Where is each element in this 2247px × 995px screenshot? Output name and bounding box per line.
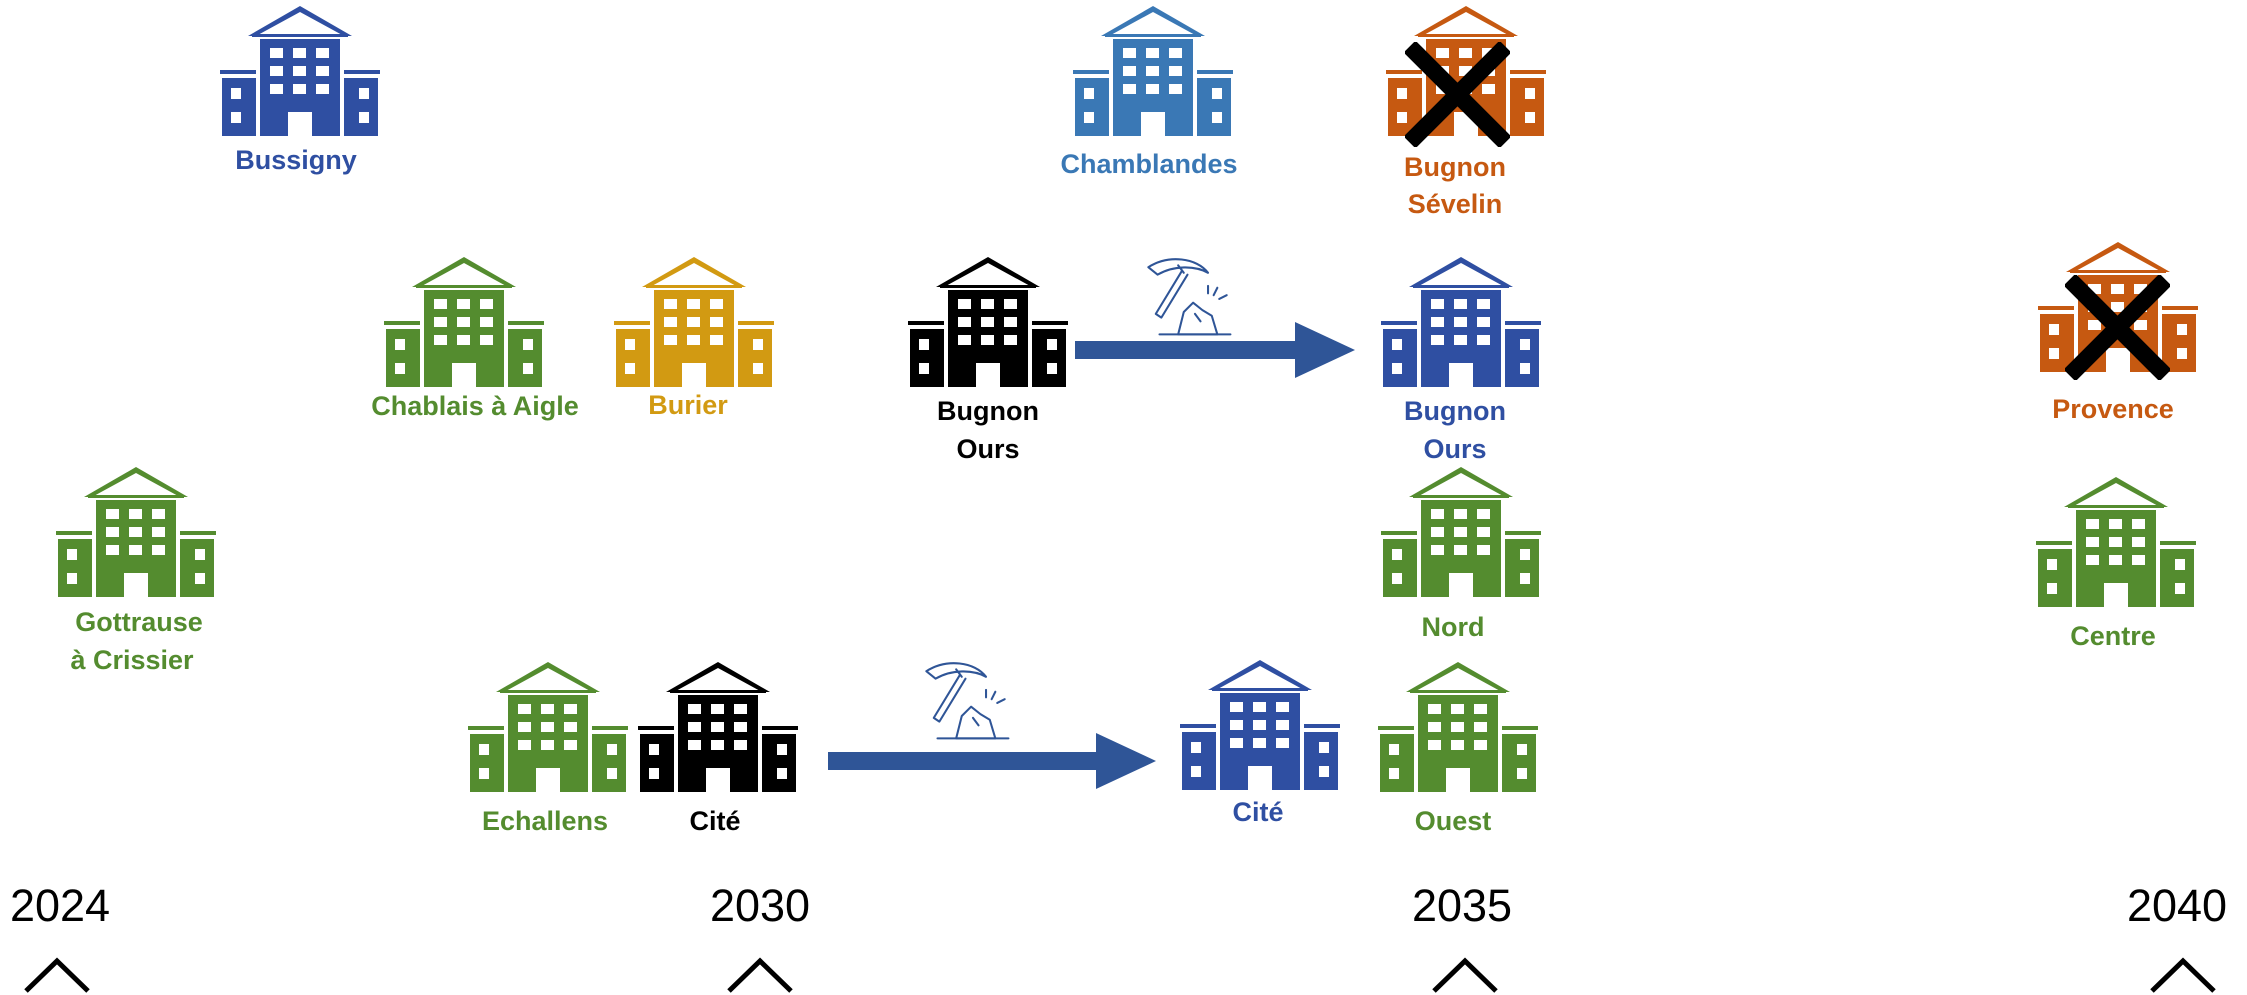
building-icon [56,467,216,597]
building-label-echallens: Echallens [481,806,609,836]
transition-arrow [1075,322,1355,378]
timeline-year-2024: 2024 [9,880,111,931]
caret-up-icon [24,957,90,993]
building-label-ouest: Ouest [1414,806,1492,836]
building-icon [1378,662,1538,792]
building-label-bugnon-ours-old-2: Ours [956,434,1020,464]
building-icon [2038,242,2198,372]
building-icon [384,257,544,387]
building-icon [1386,6,1546,136]
building-label-gottrause-1: Gottrause [75,607,203,637]
building-label-bugnon-ours-new-1: Bugnon [1404,396,1506,426]
timeline-year-2030: 2030 [709,880,811,931]
building-icon [1381,257,1541,387]
building-label-nord: Nord [1421,612,1485,642]
building-label-bugnon-ours-new-2: Ours [1423,434,1487,464]
caret-up-icon [1432,957,1498,993]
building-icon [638,662,798,792]
timeline-year-2040: 2040 [2126,880,2228,931]
building-label-cite-old: Cité [689,806,741,836]
building-icon [614,257,774,387]
building-label-centre: Centre [2070,621,2156,651]
building-icon [1381,467,1541,597]
building-label-bugnon-sevelin-1: Bugnon [1404,152,1506,182]
building-label-bugnon-ours-old-1: Bugnon [937,396,1039,426]
building-label-cite-new: Cité [1232,797,1284,827]
building-icon [1180,660,1340,790]
building-label-provence: Provence [2052,394,2174,424]
building-icon [1073,6,1233,136]
building-label-bussigny: Bussigny [235,145,357,175]
timeline-year-2035: 2035 [1411,880,1513,931]
transition-arrow [828,733,1156,789]
building-label-chamblandes: Chamblandes [1060,149,1238,179]
building-icon [220,6,380,136]
building-label-burier: Burier [648,390,728,420]
building-label-chablais: Chablais à Aigle [371,391,579,421]
building-label-bugnon-sevelin-2: Sévelin [1407,189,1503,219]
building-icon [2036,477,2196,607]
caret-up-icon [727,957,793,993]
building-icon [468,662,628,792]
building-icon [908,257,1068,387]
building-label-gottrause-2: à Crissier [70,645,194,675]
pickaxe-icon [918,660,1013,744]
caret-up-icon [2150,957,2216,993]
